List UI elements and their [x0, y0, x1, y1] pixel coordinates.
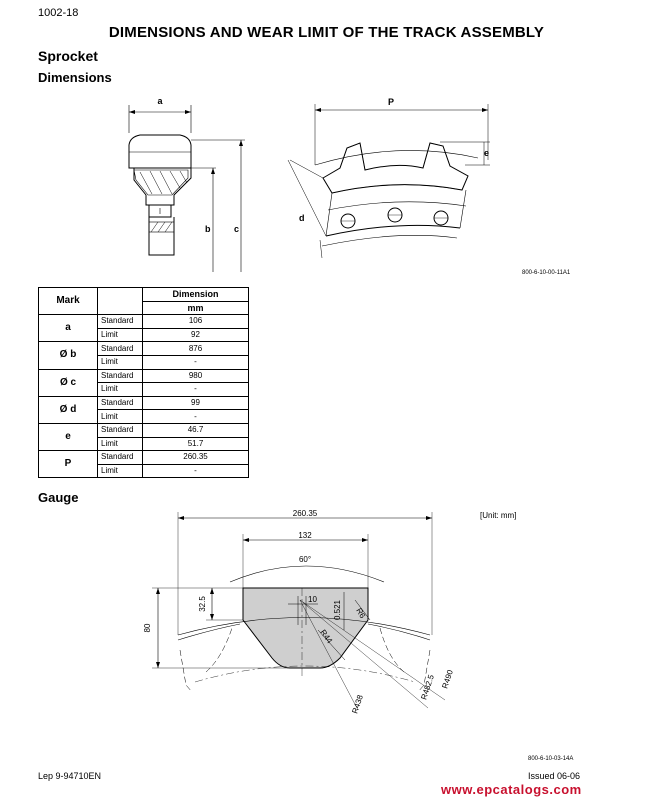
- label-e: e: [484, 148, 489, 158]
- figure-code-dimensions: 800-6-10-00-11A1: [522, 270, 571, 276]
- unit-label: [Unit: mm]: [480, 511, 517, 520]
- gauge-label-top: 132: [298, 531, 312, 540]
- gauge-figure: 260.35 132 60° 80 32.5 10 0.521 R6 R44 R…: [143, 509, 455, 715]
- page-title: DIMENSIONS AND WEAR LIMIT OF THE TRACK A…: [108, 24, 545, 41]
- figure-code-gauge: 800-6-10-03-14A: [528, 756, 574, 762]
- gauge-label-height: 80: [143, 623, 152, 632]
- gauge-label-r482: R482.5: [419, 673, 436, 701]
- table-row: Limit 92: [39, 327, 249, 343]
- label-c: c: [234, 224, 239, 234]
- table-row: Ø c Standard 980: [38, 368, 249, 397]
- dimension-table: Mark Dimension mm a Standard 106 Limit 9…: [38, 286, 249, 479]
- table-row: a Standard 106: [38, 314, 249, 343]
- table-row: Limit 51.7: [39, 436, 249, 452]
- header-mark: Mark: [38, 286, 98, 316]
- gauge-label-offset: 0.521: [333, 599, 342, 620]
- label-b: b: [205, 224, 211, 234]
- table-row: Ø b Standard 876: [38, 341, 249, 370]
- gauge-label-r490: R490: [440, 668, 455, 689]
- section-heading-sprocket: Sprocket: [38, 48, 98, 64]
- table-row: P Standard 260.35: [38, 450, 249, 479]
- sprocket-dimension-figure: a b c d e P: [128, 96, 490, 272]
- footer-issue-date: Issued 06-06: [528, 771, 581, 781]
- gauge-label-r438: R438: [350, 693, 365, 714]
- label-a: a: [157, 96, 163, 106]
- gauge-label-depth: 32.5: [198, 596, 207, 612]
- footer-document-number: Lep 9-94710EN: [38, 771, 102, 781]
- page-number: 1002-18: [38, 7, 79, 19]
- header-dimension: Dimension: [142, 287, 249, 302]
- table-row: Ø d Standard 99: [38, 395, 249, 424]
- header-unit: mm: [142, 300, 249, 316]
- label-d: d: [299, 213, 305, 223]
- label-p: P: [388, 97, 394, 107]
- subsection-heading-dimensions: Dimensions: [38, 70, 112, 85]
- gauge-label-angle: 60°: [299, 555, 311, 564]
- table-row: Limit -: [39, 463, 249, 479]
- gauge-label-overall: 260.35: [293, 509, 318, 518]
- section-heading-gauge: Gauge: [38, 490, 79, 505]
- gauge-label-slot: 10: [308, 595, 317, 604]
- watermark-text: www.epcatalogs.com: [441, 782, 582, 797]
- table-row: Limit -: [39, 382, 249, 397]
- table-row: e Standard 46.7: [38, 422, 249, 452]
